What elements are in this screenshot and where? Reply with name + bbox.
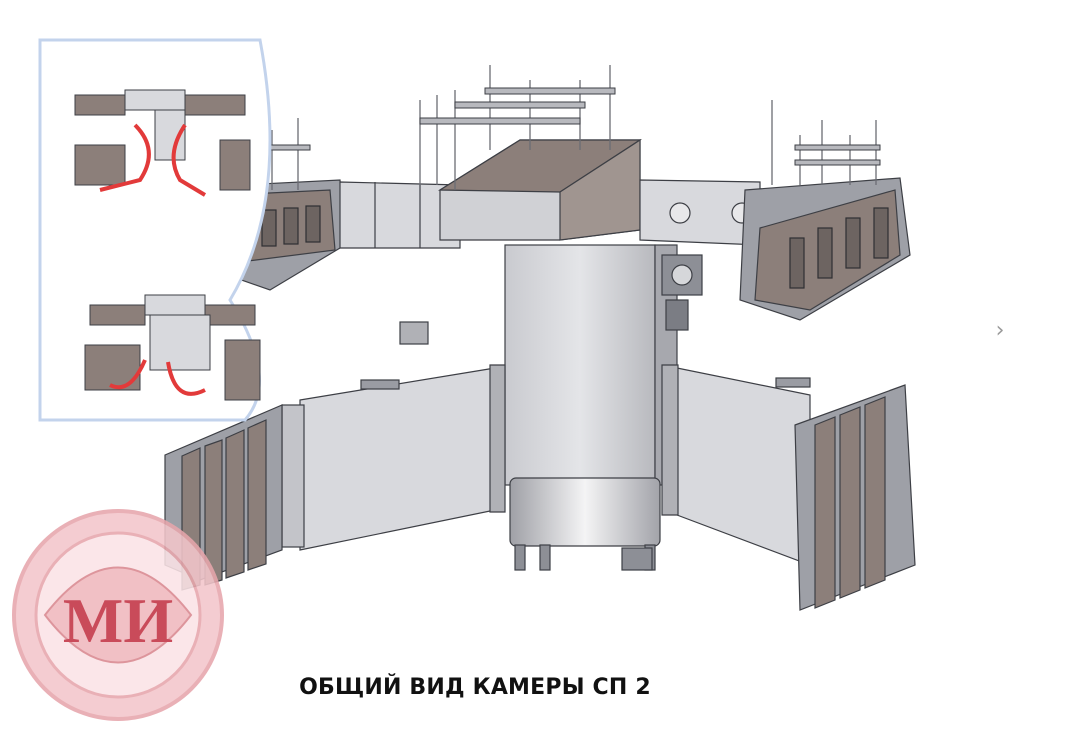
- airflow-diagram-upper: [74, 89, 251, 197]
- figure-caption: ОБЩИЙ ВИД КАМЕРЫ СП 2: [299, 675, 651, 700]
- chevron-right-icon[interactable]: ›: [995, 318, 1005, 343]
- airflow-diagram-lower: [84, 294, 261, 401]
- lower-right-duct: [661, 364, 916, 611]
- upper-duct-assembly: [179, 138, 911, 321]
- meatenshop-watermark-logo: [12, 509, 224, 721]
- support-beams: [264, 87, 881, 166]
- airflow-inset: [38, 38, 272, 422]
